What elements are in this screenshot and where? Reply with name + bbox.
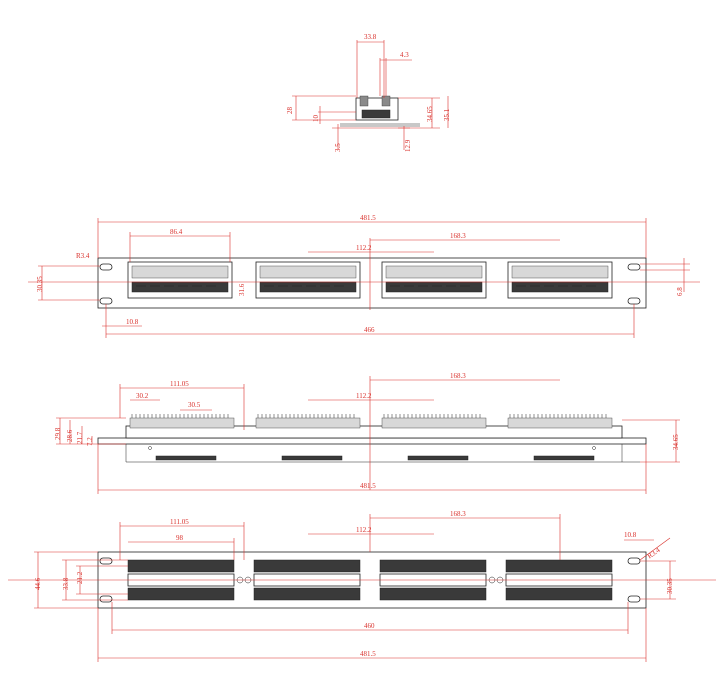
dim-side-4: 10: [312, 115, 320, 123]
dim-rear-2: 98: [176, 534, 184, 542]
dim-rear-5: 10.8: [624, 531, 637, 539]
dim-rear-8: 33.8: [62, 577, 70, 590]
dim-front-5: R3.4: [76, 252, 90, 260]
top-plate: [97, 437, 647, 445]
rear-view: 111.05 98 112.2 168.3 10.8 R3.4 44.6 33.…: [8, 510, 716, 662]
front-hole-bl: [99, 297, 113, 305]
dim-front-1: 481.5: [360, 214, 376, 222]
dim-rear-11: 460: [364, 622, 375, 630]
front-module-4: [507, 261, 613, 299]
dim-front-8: 6.8: [676, 287, 684, 296]
dim-top-7: 28.6: [66, 429, 74, 442]
side-clip-right: [381, 95, 391, 107]
dim-top-9: 7.2: [86, 437, 94, 446]
dim-rear-7: 21.2: [76, 571, 84, 584]
rear-hole-tr: [627, 557, 641, 565]
dim-side-7: 12.9: [404, 139, 412, 152]
dim-side-6: 35.1: [443, 108, 451, 121]
top-feet: [155, 455, 595, 461]
dim-top-11: 481.5: [360, 482, 376, 490]
top-view: 111.05 30.2 30.5 112.2 168.3 29.8 28.6 2…: [54, 372, 680, 494]
front-module-3: [381, 261, 487, 299]
front-view: 481.5 86.4 112.2 168.3 R3.4 30.35 31.6 6…: [28, 214, 700, 338]
dim-front-7: 31.6: [238, 283, 246, 296]
dim-top-1: 111.05: [170, 380, 189, 388]
dim-front-6: 30.35: [36, 276, 44, 292]
dim-rear-6: R3.4: [646, 546, 662, 561]
front-hole-br: [627, 297, 641, 305]
dim-top-4: 112.2: [356, 392, 372, 400]
dim-front-4: 168.3: [450, 232, 466, 240]
dim-front-3: 112.2: [356, 244, 372, 252]
dim-side-8: 3.5: [334, 143, 342, 152]
dim-rear-10: 30.35: [666, 578, 674, 594]
dim-top-2: 30.2: [136, 392, 149, 400]
dim-rear-1: 111.05: [170, 518, 189, 526]
side-base: [361, 109, 391, 119]
rear-hole-br: [627, 595, 641, 603]
dim-rear-12: 481.5: [360, 650, 376, 658]
dim-side-2: 4.3: [400, 51, 409, 59]
front-hole-tl: [99, 263, 113, 271]
rear-hole-bl: [99, 595, 113, 603]
dim-side-3: 28: [286, 107, 294, 115]
dim-front-9: 10.8: [126, 318, 139, 326]
front-module-1: [127, 261, 233, 299]
dim-front-2: 86.4: [170, 228, 183, 236]
dim-front-10: 466: [364, 326, 375, 334]
dim-top-6: 29.8: [54, 427, 62, 440]
front-hole-tr: [627, 263, 641, 271]
side-clip-left: [359, 95, 369, 107]
dim-top-10: 34.65: [672, 434, 680, 450]
front-module-2: [255, 261, 361, 299]
side-view: 33.8 4.3 28 10 34.65 35.1 12.9 3.5: [286, 33, 451, 152]
dim-side-5: 34.65: [426, 106, 434, 122]
dim-top-8: 21.7: [76, 431, 84, 444]
dim-side-1: 33.8: [364, 33, 377, 41]
dim-rear-9: 44.6: [34, 577, 42, 590]
top-body: [125, 425, 623, 439]
top-combs: [129, 414, 613, 429]
dim-rear-3: 112.2: [356, 526, 372, 534]
dim-rear-4: 168.3: [450, 510, 466, 518]
dim-top-3: 30.5: [188, 401, 201, 409]
dim-top-5: 168.3: [450, 372, 466, 380]
rear-hole-tl: [99, 557, 113, 565]
